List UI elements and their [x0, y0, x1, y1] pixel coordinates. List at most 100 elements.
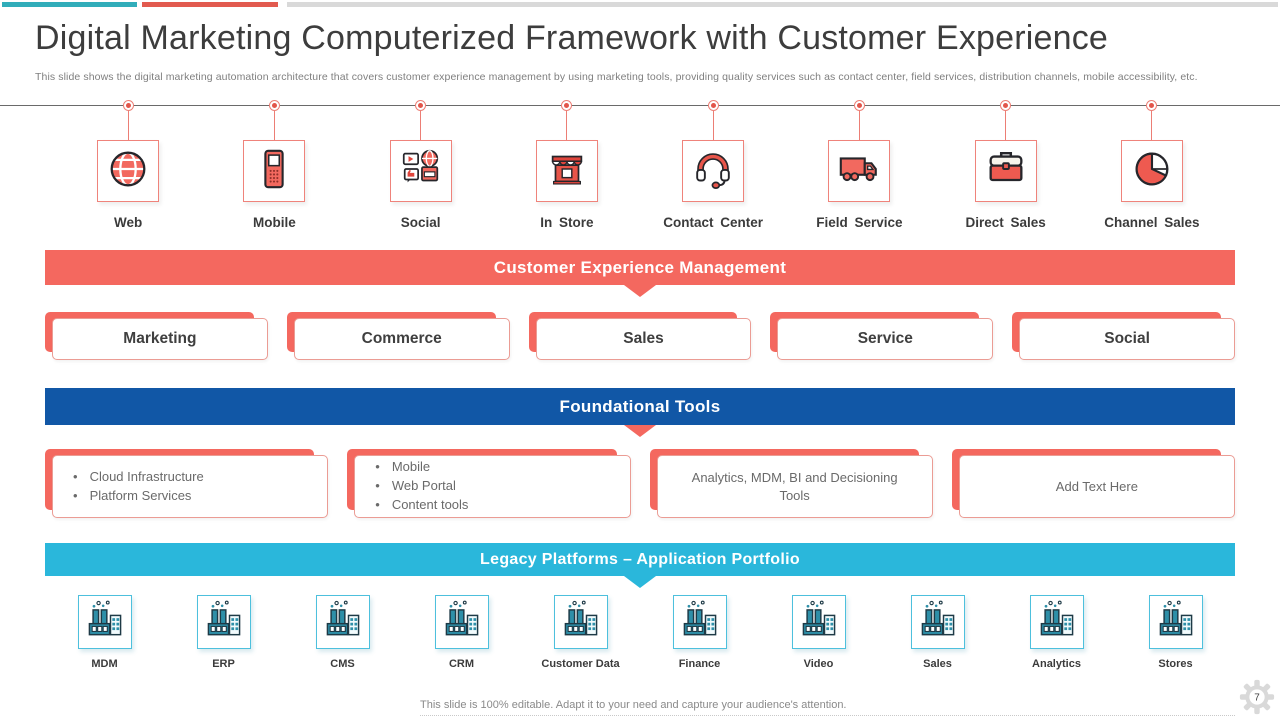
- briefcase-icon: [983, 146, 1029, 197]
- factory-icon: [916, 598, 960, 647]
- channel-label: In Store: [540, 215, 594, 230]
- headset-icon: [690, 146, 736, 197]
- banner-customer-experience-management: Customer Experience Management: [45, 250, 1235, 297]
- box-content: Analytics, MDM, BI and Decisioning Tools: [656, 455, 933, 518]
- globe-icon: [105, 146, 151, 197]
- connector-line: [273, 111, 275, 140]
- legacy-app-stores: Stores: [1116, 595, 1235, 670]
- connector-dot: [707, 100, 719, 111]
- legacy-icon-box: [672, 595, 727, 649]
- legacy-icon-box: [434, 595, 489, 649]
- legacy-icon-box: [315, 595, 370, 649]
- channel-icon-box: [389, 140, 452, 202]
- topbar-red-segment: [142, 2, 278, 7]
- legacy-icon-box: [553, 595, 608, 649]
- legacy-icon-box: [196, 595, 251, 649]
- legacy-app-customer-data: Customer Data: [521, 595, 640, 670]
- channel-item-in-store: In Store: [494, 100, 640, 230]
- bullet-list: Cloud Infrastructure Platform Services: [73, 468, 204, 506]
- banner-label: Legacy Platforms – Application Portfolio: [480, 550, 800, 568]
- factory-icon: [678, 598, 722, 647]
- channel-item-web: Web: [55, 100, 201, 230]
- legacy-app-label: CMS: [330, 658, 355, 670]
- channel-label: Field Service: [816, 215, 903, 230]
- channel-label: Direct Sales: [965, 215, 1046, 230]
- factory-icon: [440, 598, 484, 647]
- page-subtitle: This slide shows the digital marketing a…: [35, 71, 1198, 83]
- bullet-item: Cloud Infrastructure: [73, 468, 204, 487]
- legacy-icon-box: [77, 595, 132, 649]
- page-number-badge: 7: [1239, 679, 1275, 715]
- social-media-icon: [398, 146, 444, 197]
- page-number: 7: [1254, 693, 1260, 704]
- legacy-icon-box: [1148, 595, 1203, 649]
- channel-item-field-service: Field Service: [786, 100, 932, 230]
- foundational-box-analytics: Analytics, MDM, BI and Decisioning Tools: [649, 449, 933, 518]
- footer-note: This slide is 100% editable. Adapt it to…: [420, 699, 847, 711]
- channel-label: Channel Sales: [1104, 215, 1200, 230]
- banner-label: Foundational Tools: [559, 396, 721, 416]
- legacy-app-label: Finance: [678, 658, 721, 670]
- cem-box-service: Service: [770, 312, 994, 360]
- channel-label: Web: [113, 215, 143, 230]
- connector-dot: [1000, 100, 1012, 111]
- legacy-app-cms: CMS: [283, 595, 402, 670]
- topbar-gray-segment: [287, 2, 1278, 7]
- legacy-icon-box: [910, 595, 965, 649]
- factory-icon: [1035, 598, 1079, 647]
- channel-icon-box: [828, 140, 891, 202]
- channel-icon-box: [243, 140, 306, 202]
- legacy-app-analytics: Analytics: [997, 595, 1116, 670]
- connector-line: [712, 111, 714, 140]
- channel-item-mobile: Mobile: [201, 100, 347, 230]
- channel-icon-box: [535, 140, 598, 202]
- connector-line: [1151, 111, 1153, 140]
- legacy-app-video: Video: [759, 595, 878, 670]
- connector-line: [858, 111, 860, 140]
- legacy-app-row: MDM ERP CMS CRM Customer Data Finance Vi…: [45, 595, 1235, 670]
- gear-icon: 7: [1239, 679, 1275, 715]
- banner-legacy-platforms: Legacy Platforms – Application Portfolio: [45, 543, 1235, 588]
- bullet-item: Mobile: [375, 458, 468, 477]
- legacy-app-erp: ERP: [164, 595, 283, 670]
- channel-item-direct-sales: Direct Sales: [933, 100, 1079, 230]
- connector-dot: [1146, 100, 1158, 111]
- box-content: Add Text Here: [958, 455, 1235, 518]
- store-icon: [544, 146, 590, 197]
- mobile-phone-icon: [251, 146, 297, 197]
- channel-icon-box: [1120, 140, 1183, 202]
- cem-box-marketing: Marketing: [45, 312, 268, 360]
- cem-box-social: Social: [1012, 312, 1235, 360]
- delivery-truck-icon: [836, 146, 882, 197]
- channel-row: Web: [55, 100, 1225, 230]
- legacy-app-label: ERP: [212, 658, 235, 670]
- legacy-icon-box: [791, 595, 846, 649]
- down-arrow: [624, 576, 656, 588]
- channel-icon-box: [682, 140, 745, 202]
- connector-dot: [122, 100, 134, 111]
- bullet-item: Web Portal: [375, 477, 468, 496]
- foundational-box-placeholder: Add Text Here: [951, 449, 1235, 518]
- legacy-app-label: Customer Data: [541, 658, 620, 670]
- box-label: Commerce: [293, 318, 510, 360]
- connector-dot: [853, 100, 865, 111]
- channel-icon-box: [97, 140, 160, 202]
- legacy-app-label: Sales: [923, 658, 952, 670]
- channel-label: Social: [400, 215, 441, 230]
- legacy-app-label: MDM: [91, 658, 118, 670]
- legacy-app-crm: CRM: [402, 595, 521, 670]
- legacy-icon-box: [1029, 595, 1084, 649]
- cem-box-row: Marketing Commerce Sales Service Social: [45, 312, 1235, 360]
- foundational-box-web: Mobile Web Portal Content tools: [347, 449, 631, 518]
- box-content: Mobile Web Portal Content tools: [354, 455, 631, 518]
- legacy-app-label: CRM: [448, 658, 475, 670]
- connector-line: [566, 111, 568, 140]
- down-arrow: [624, 425, 656, 437]
- factory-icon: [83, 598, 127, 647]
- pie-chart-icon: [1129, 146, 1175, 197]
- factory-icon: [321, 598, 365, 647]
- channel-item-social: Social: [348, 100, 494, 230]
- down-arrow: [624, 285, 656, 297]
- connector-dot: [415, 100, 427, 111]
